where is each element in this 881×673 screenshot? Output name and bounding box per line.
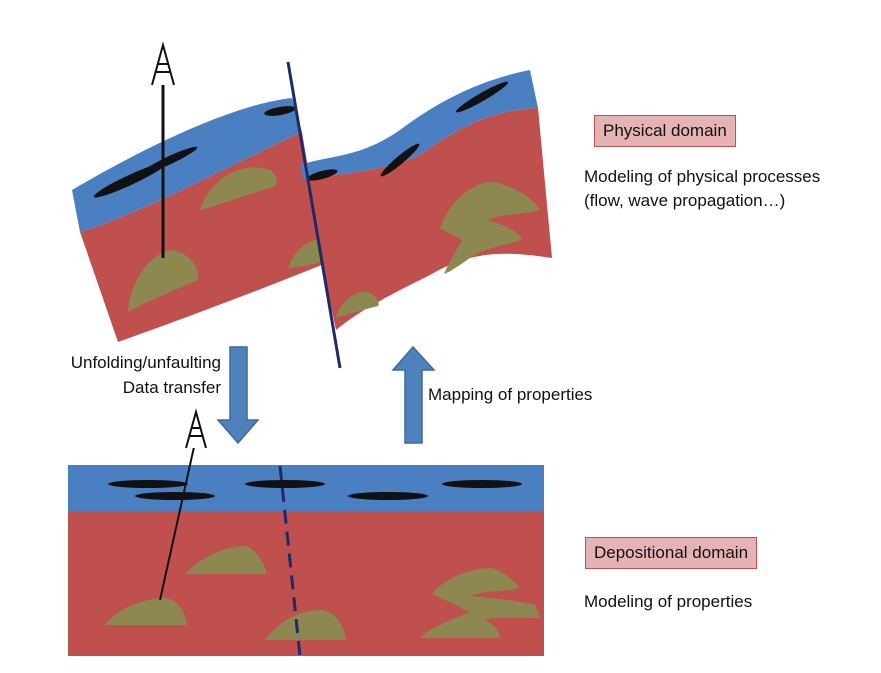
sand-body bbox=[128, 250, 199, 312]
physical-block-left bbox=[72, 98, 324, 342]
lens bbox=[380, 143, 420, 177]
well-depositional bbox=[159, 408, 207, 601]
water-layer-left bbox=[72, 98, 302, 232]
physical-block-right bbox=[300, 70, 552, 330]
lens bbox=[135, 492, 215, 500]
rock-layer-right bbox=[304, 108, 552, 330]
water-layer-flat bbox=[68, 465, 544, 511]
lens bbox=[108, 480, 188, 488]
depositional-domain-label: Depositional domain bbox=[585, 537, 758, 569]
depositional-domain-description: Modeling of properties bbox=[584, 592, 753, 611]
lens bbox=[245, 480, 325, 488]
lens bbox=[348, 492, 428, 500]
derrick-icon bbox=[185, 408, 207, 449]
derrick-icon bbox=[151, 41, 175, 86]
sand-body bbox=[288, 240, 322, 268]
mapping-label: Mapping of properties bbox=[428, 385, 593, 404]
lens bbox=[142, 146, 198, 174]
sand-body bbox=[185, 546, 267, 574]
fault-line-physical bbox=[286, 61, 342, 369]
sand-body bbox=[420, 568, 540, 638]
sand-body bbox=[105, 598, 187, 625]
depositional-block bbox=[68, 465, 544, 656]
data-transfer-label: Data transfer bbox=[122, 378, 221, 397]
sand-body bbox=[336, 291, 379, 318]
physical-domain-label: Physical domain bbox=[594, 115, 736, 147]
lens bbox=[306, 169, 338, 181]
sand-body bbox=[200, 167, 277, 210]
physical-domain-description: Modeling of physical processes (flow, wa… bbox=[584, 167, 821, 210]
sand-body bbox=[440, 181, 540, 274]
up-arrow bbox=[391, 345, 436, 444]
lens bbox=[455, 81, 509, 113]
lens bbox=[442, 480, 522, 488]
well-physical bbox=[151, 41, 175, 258]
sand-body bbox=[265, 610, 346, 640]
fault-line-depositional bbox=[278, 465, 302, 657]
down-arrow bbox=[216, 346, 260, 445]
lens bbox=[264, 106, 296, 116]
unfolding-label: Unfolding/unfaulting bbox=[70, 353, 221, 372]
